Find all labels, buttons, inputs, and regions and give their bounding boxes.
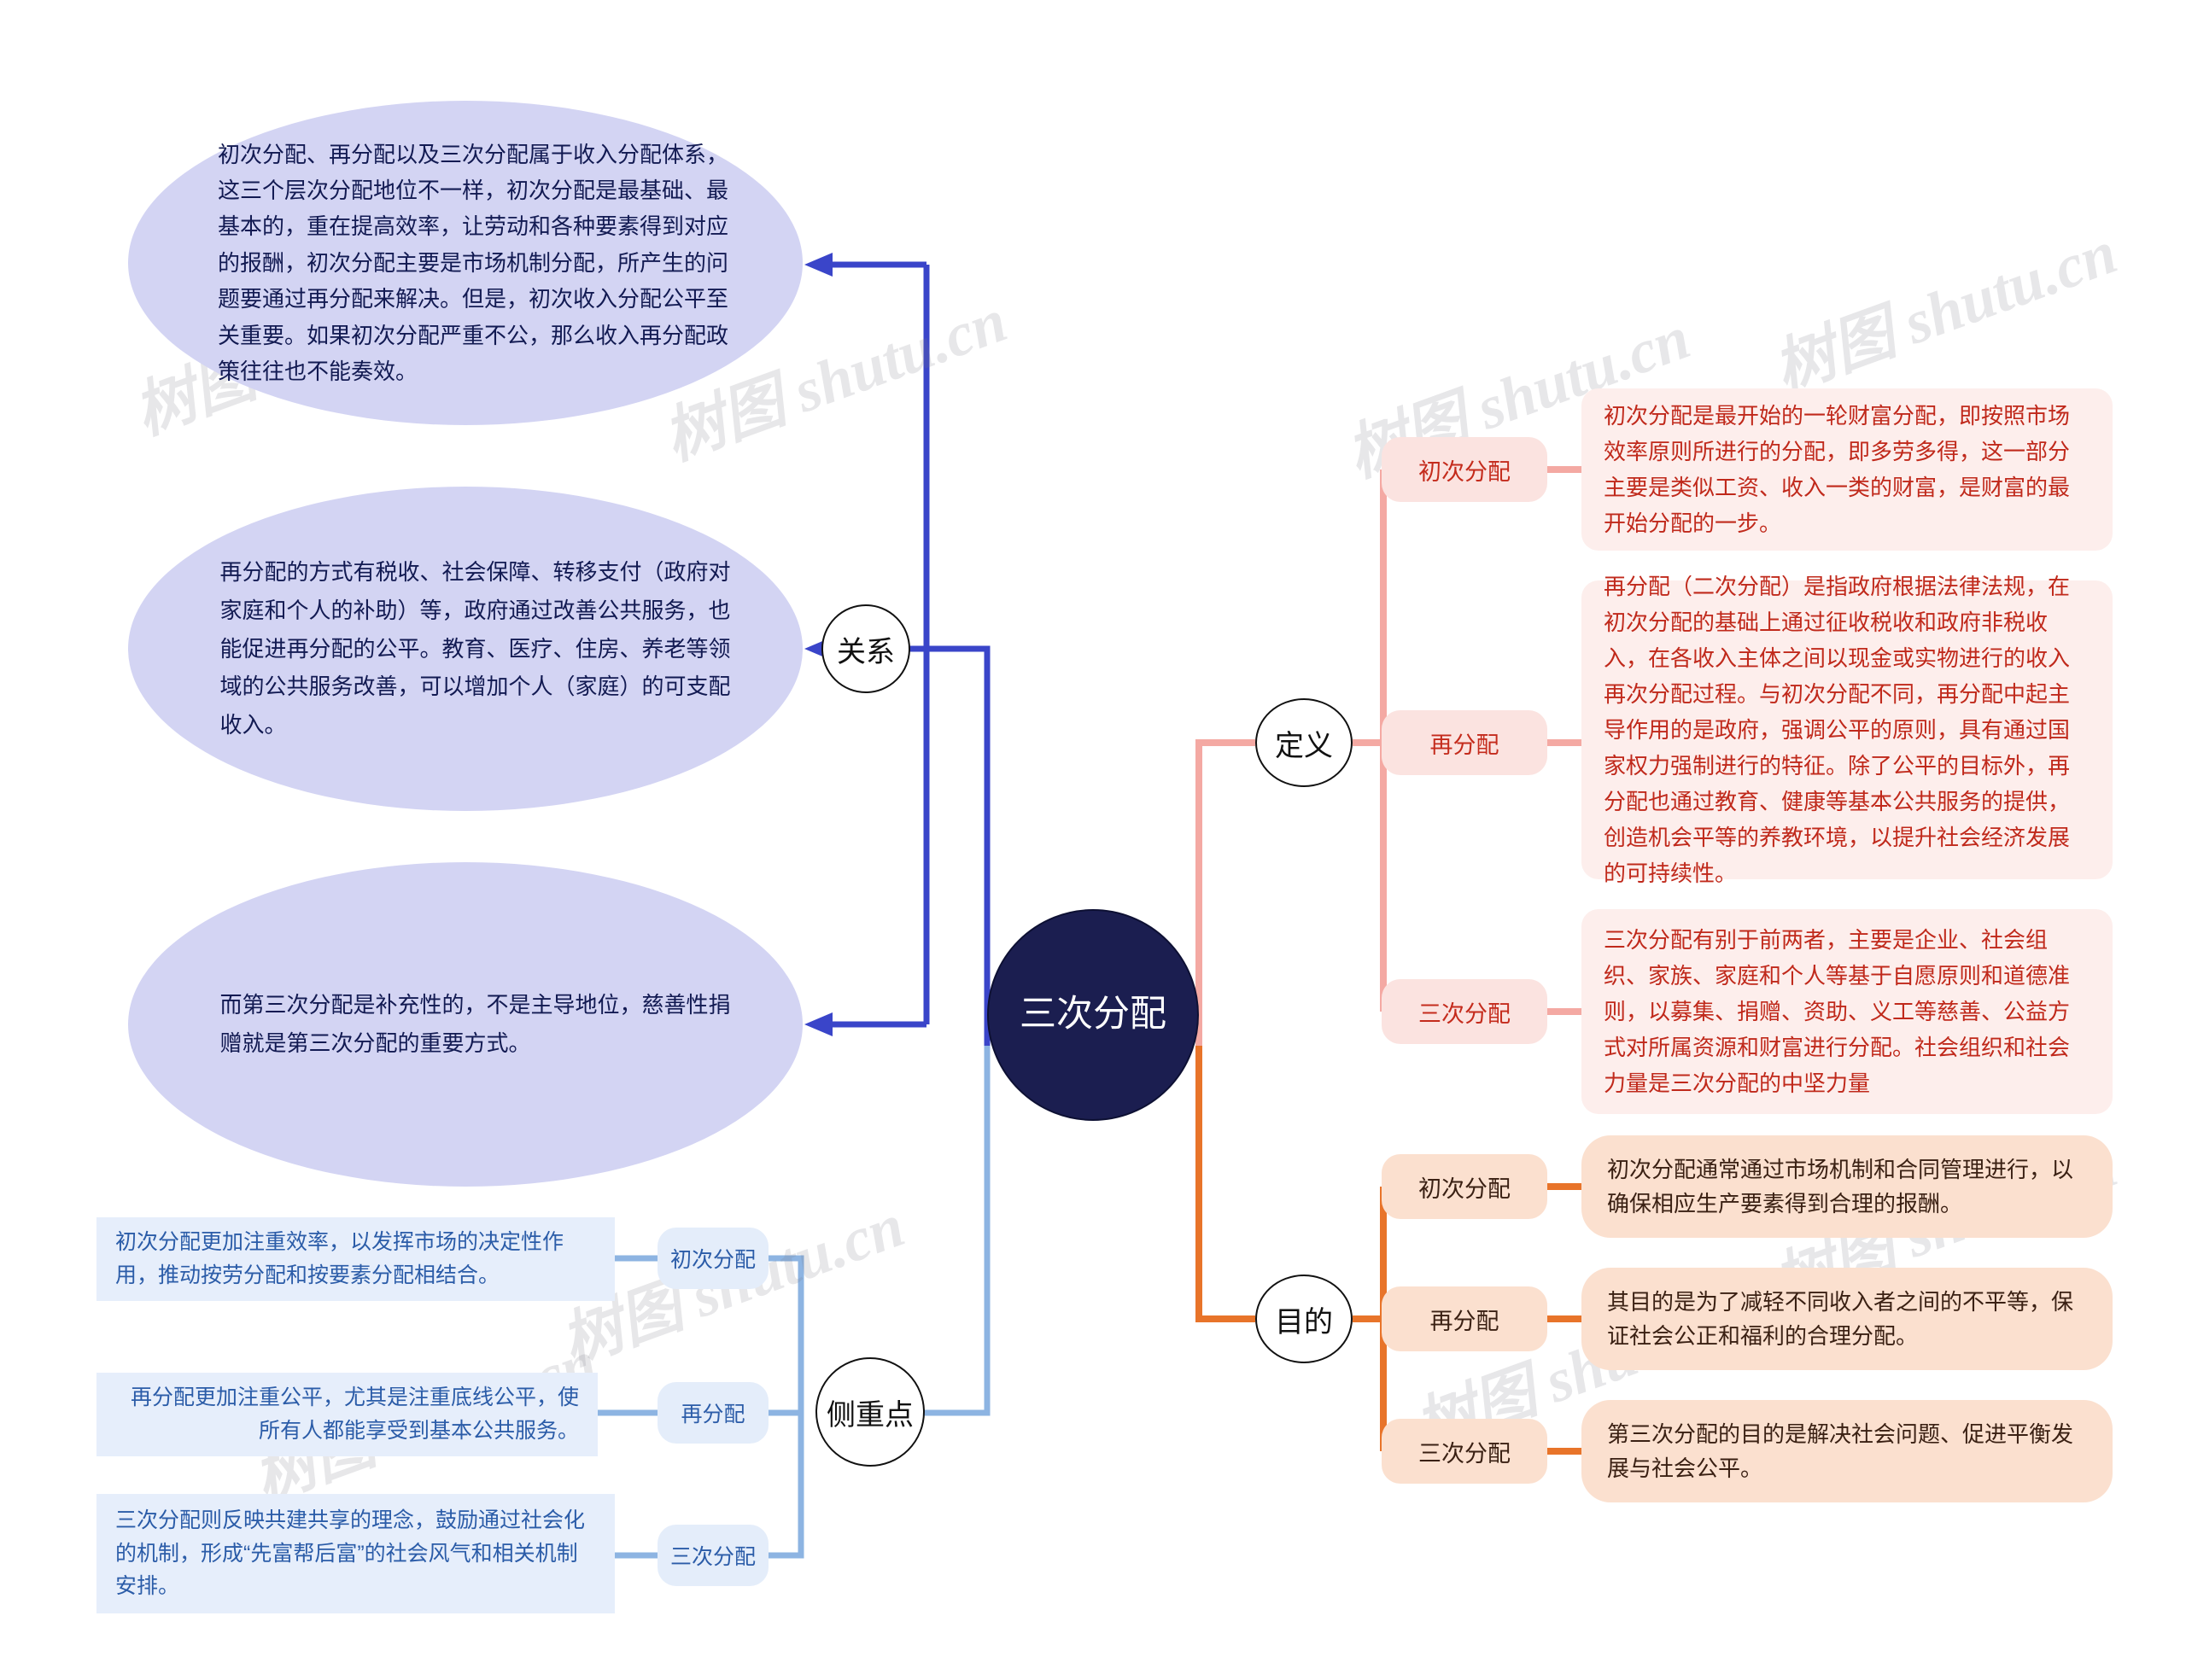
- hub-definition-label: 定义: [1275, 729, 1333, 762]
- hub-purpose[interactable]: 目的: [1255, 1275, 1353, 1363]
- purpose-leaf-1-text: 初次分配通常通过市场机制和合同管理进行，以确保相应生产要素得到合理的报酬。: [1607, 1156, 2074, 1216]
- definition-leaf-3-text: 三次分配有别于前两者，主要是企业、社会组织、家族、家庭和个人等基于自愿原则和道德…: [1604, 926, 2071, 1097]
- focus-leaf-1: 初次分配更加注重效率，以发挥市场的决定性作用，推动按劳分配和按要素分配相结合。: [96, 1217, 615, 1301]
- purpose-pill-3[interactable]: 三次分配: [1382, 1419, 1547, 1484]
- focus-leaf-3-text: 三次分配则反映共建共享的理念，鼓励通过社会化的机制，形成“先富帮后富”的社会风气…: [115, 1508, 586, 1599]
- focus-leaf-2: 再分配更加注重公平，尤其是注重底线公平，使所有人都能享受到基本公共服务。: [96, 1373, 598, 1456]
- focus-leaf-1-text: 初次分配更加注重效率，以发挥市场的决定性作用，推动按劳分配和按要素分配相结合。: [115, 1230, 564, 1287]
- focus-leaf-2-text: 再分配更加注重公平，尤其是注重底线公平，使所有人都能享受到基本公共服务。: [130, 1385, 579, 1443]
- relation-ellipse-3: 而第三次分配是补充性的，不是主导地位，慈善性捐赠就是第三次分配的重要方式。: [128, 862, 803, 1187]
- relation-ellipse-1-text: 初次分配、再分配以及三次分配属于收入分配体系，这三个层次分配地位不一样，初次分配…: [218, 141, 729, 384]
- purpose-pill-2-label: 再分配: [1429, 1308, 1499, 1334]
- definition-pill-2[interactable]: 再分配: [1382, 710, 1547, 775]
- definition-leaf-2: 再分配（二次分配）是指政府根据法律法规，在初次分配的基础上通过征收税收和政府非税…: [1581, 574, 2113, 886]
- definition-pill-2-label: 再分配: [1429, 732, 1499, 758]
- definition-pill-3-label: 三次分配: [1418, 1000, 1511, 1027]
- purpose-pill-3-label: 三次分配: [1418, 1440, 1511, 1467]
- purpose-leaf-2: 其目的是为了减轻不同收入者之间的不平等，保证社会公正和福利的合理分配。: [1581, 1268, 2113, 1370]
- purpose-pill-1[interactable]: 初次分配: [1382, 1154, 1547, 1219]
- purpose-pill-1-label: 初次分配: [1418, 1175, 1511, 1202]
- focus-pill-3-label: 三次分配: [669, 1545, 756, 1569]
- purpose-leaf-3: 第三次分配的目的是解决社会问题、促进平衡发展与社会公平。: [1581, 1400, 2113, 1502]
- hub-focus-label: 侧重点: [827, 1398, 914, 1432]
- central-node-label: 三次分配: [1020, 994, 1166, 1035]
- definition-pill-1-label: 初次分配: [1418, 458, 1511, 485]
- definition-pill-1[interactable]: 初次分配: [1382, 437, 1547, 502]
- purpose-leaf-1: 初次分配通常通过市场机制和合同管理进行，以确保相应生产要素得到合理的报酬。: [1581, 1135, 2113, 1238]
- central-node[interactable]: 三次分配: [987, 909, 1199, 1121]
- watermark: 树图 shutu.cn: [1764, 218, 2126, 405]
- definition-leaf-1-text: 初次分配是最开始的一轮财富分配，即按照市场效率原则所进行的分配，即多劳多得，这一…: [1604, 402, 2071, 537]
- relation-ellipse-2: 再分配的方式有税收、社会保障、转移支付（政府对家庭和个人的补助）等，政府通过改善…: [128, 487, 803, 811]
- hub-definition[interactable]: 定义: [1255, 698, 1353, 787]
- hub-focus[interactable]: 侧重点: [815, 1357, 925, 1467]
- hub-purpose-label: 目的: [1275, 1305, 1333, 1339]
- relation-ellipse-2-text: 再分配的方式有税收、社会保障、转移支付（政府对家庭和个人的补助）等，政府通过改善…: [219, 559, 731, 738]
- hub-relation-label: 关系: [837, 635, 895, 668]
- relation-ellipse-3-text: 而第三次分配是补充性的，不是主导地位，慈善性捐赠就是第三次分配的重要方式。: [219, 992, 731, 1056]
- purpose-leaf-2-text: 其目的是为了减轻不同收入者之间的不平等，保证社会公正和福利的合理分配。: [1607, 1288, 2074, 1349]
- focus-pill-3[interactable]: 三次分配: [658, 1525, 769, 1586]
- focus-pill-2-label: 再分配: [681, 1403, 745, 1426]
- focus-pill-2[interactable]: 再分配: [658, 1382, 769, 1444]
- focus-leaf-3: 三次分配则反映共建共享的理念，鼓励通过社会化的机制，形成“先富帮后富”的社会风气…: [96, 1494, 615, 1613]
- definition-leaf-1: 初次分配是最开始的一轮财富分配，即按照市场效率原则所进行的分配，即多劳多得，这一…: [1581, 388, 2113, 551]
- focus-pill-1-label: 初次分配: [669, 1248, 756, 1272]
- definition-pill-3[interactable]: 三次分配: [1382, 979, 1547, 1044]
- purpose-pill-2[interactable]: 再分配: [1382, 1286, 1547, 1351]
- relation-ellipse-1: 初次分配、再分配以及三次分配属于收入分配体系，这三个层次分配地位不一样，初次分配…: [128, 101, 803, 425]
- hub-relation[interactable]: 关系: [821, 604, 910, 693]
- definition-leaf-3: 三次分配有别于前两者，主要是企业、社会组织、家族、家庭和个人等基于自愿原则和道德…: [1581, 909, 2113, 1114]
- purpose-leaf-3-text: 第三次分配的目的是解决社会问题、促进平衡发展与社会公平。: [1607, 1420, 2074, 1481]
- focus-pill-1[interactable]: 初次分配: [658, 1228, 769, 1289]
- definition-leaf-2-text: 再分配（二次分配）是指政府根据法律法规，在初次分配的基础上通过征收税收和政府非税…: [1604, 573, 2071, 887]
